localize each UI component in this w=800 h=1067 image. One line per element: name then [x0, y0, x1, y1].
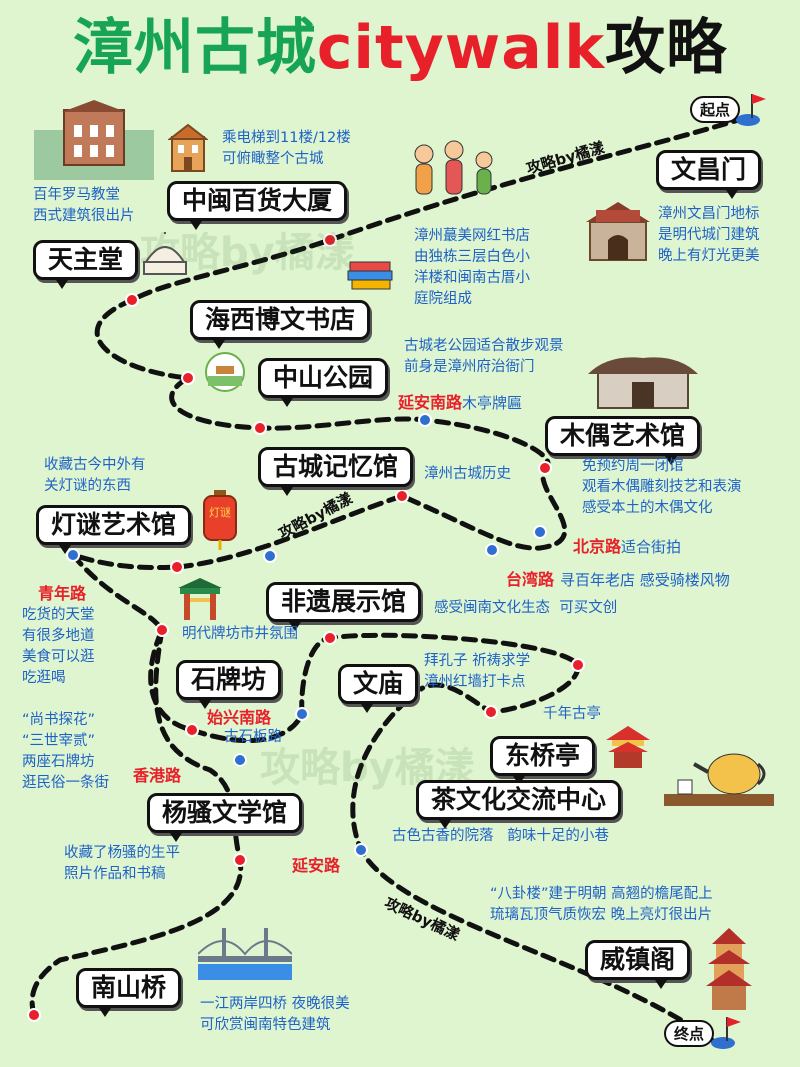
puppet-hall-photo-icon [588, 357, 698, 409]
stop-zhongshan-park-note: 古城老公园适合散步观景 前身是漳州府治衙门 [404, 338, 564, 375]
title-part1: 漳州古城 [72, 13, 317, 83]
stop-wenchangmen-note: 漳州文昌门地标 是明代城门建筑 晚上有灯光更美 [658, 206, 760, 264]
stop-old-town-memory-museum[interactable]: 古城记忆馆 [258, 447, 414, 496]
road-hongkong: 香港路 [133, 766, 182, 785]
end-label: 终点 [664, 1020, 715, 1047]
start-label: 起点 [690, 96, 741, 123]
stop-lantern-riddle-note: 收藏古今中外有 关灯谜的东西 [44, 457, 146, 494]
title-part2: citywalk [316, 13, 606, 83]
route-dot [571, 658, 585, 672]
route-dot [395, 489, 409, 503]
stop-yangsao-literature-museum[interactable]: 杨骚文学馆 [147, 793, 303, 842]
road-yanan-south: 延安南路木亭牌匾 [398, 393, 523, 412]
park-icon [205, 352, 245, 392]
stop-confucius-temple[interactable]: 文庙 [338, 664, 419, 713]
stop-puppet-art-museum-note: 免预约周一闭馆 观看木偶雕刻技艺和表演 感受本土的木偶文化 [582, 458, 742, 516]
stop-zhongshan-park[interactable]: 中山公园 [258, 358, 389, 407]
route-dot [418, 413, 432, 427]
stop-confucius-temple-note: 拜孔子 祈祷求学 漳州红墙打卡点 [424, 653, 531, 690]
family-icon [414, 140, 493, 195]
archway-icon [178, 578, 222, 620]
stop-yangsao-note: 收藏了杨骚的生平 照片作品和书稿 [64, 845, 180, 882]
lantern-text: 灯谜 [209, 506, 231, 519]
route-dot [170, 560, 184, 574]
route-dot [295, 707, 309, 721]
route-dot [263, 549, 277, 563]
stop-zhongmin-note: 乘电梯到11楼/12楼 可俯瞰整个古城 [222, 130, 351, 167]
stop-stone-archway-note: 明代牌坊市井氛围 [182, 626, 298, 642]
teapot-icon [664, 753, 774, 806]
road-qingnian: 青年路 [38, 584, 87, 603]
building-icon [168, 123, 208, 172]
city-gate-icon [586, 202, 650, 261]
stop-tea-culture-note: 古色古香的院落 韵味十足的小巷 [392, 828, 609, 844]
route-dot [485, 543, 499, 557]
start-flag-icon [736, 94, 766, 126]
page-title: 漳州古城citywalk攻略 [0, 12, 800, 84]
road-yanan: 延安路 [292, 856, 341, 875]
stop-dongqiao-pavilion-note: 千年古亭 [543, 706, 601, 722]
road-shixing-south: 始兴南路 [207, 708, 272, 727]
title-part3: 攻略 [605, 13, 728, 83]
church-photo-icon [34, 100, 154, 180]
stop-tea-culture-center[interactable]: 茶文化交流中心 [416, 780, 622, 829]
road-shixing-south-note: 古石板路 [224, 729, 282, 745]
route-dot [233, 753, 247, 767]
route-dot [27, 1008, 41, 1022]
stop-weizhen-pavilion[interactable]: 威镇阁 [585, 940, 691, 989]
stop-weizhen-pavilion-note: “八卦楼”建于明朝 高翘的檐尾配上 琉璃瓦顶气质恢宏 晚上亮灯很出片 [490, 886, 713, 923]
stop-intangible-heritage-note: 感受闽南文化生态 可买文创 [434, 600, 618, 616]
route-dot [253, 421, 267, 435]
stop-old-town-memory-note: 漳州古城历史 [424, 466, 511, 482]
route-dot [125, 293, 139, 307]
road-taiwan: 台湾路寻百年老店 感受骑楼风物 [506, 570, 730, 589]
stop-intangible-heritage-hall[interactable]: 非遗展示馆 [266, 582, 422, 631]
route-dot [155, 623, 169, 637]
stop-lantern-riddle-museum[interactable]: 灯谜艺术馆 [36, 505, 192, 554]
route-dot [323, 233, 337, 247]
pavilion-icon [606, 726, 650, 768]
stop-dongqiao-pavilion[interactable]: 东桥亭 [490, 736, 596, 785]
road-qingnian-note: 吃货的天堂 有很多地道 美食可以逛 吃逛喝 [22, 607, 95, 686]
books-icon [347, 261, 393, 290]
route-dot [185, 723, 199, 737]
stop-haixi-bookstore[interactable]: 海西博文书店 [190, 300, 371, 349]
dome-icon [143, 232, 187, 275]
stop-catholic-church[interactable]: 天主堂 [33, 240, 139, 289]
road-hongkong-note: “尚书探花” “三世宰贰” 两座石牌坊 逛民俗一条街 [22, 712, 109, 791]
stop-catholic-church-note: 百年罗马教堂 西式建筑很出片 [33, 187, 135, 224]
lantern-icon: 灯谜 [203, 490, 237, 550]
road-beijing: 北京路适合街拍 [573, 537, 682, 556]
route-dot [354, 843, 368, 857]
route-dot [323, 631, 337, 645]
bridge-icon [198, 928, 292, 980]
stop-wenchangmen[interactable]: 文昌门 [656, 150, 762, 199]
stop-stone-archway[interactable]: 石牌坊 [176, 660, 282, 709]
route-dot [484, 705, 498, 719]
route-dot [233, 853, 247, 867]
stop-haixi-bookstore-note: 漳州蕞美网红书店 由独栋三层白色小 洋楼和闽南古厝小 庭院组成 [414, 228, 530, 307]
route-dot [533, 525, 547, 539]
stop-puppet-art-museum[interactable]: 木偶艺术馆 [545, 416, 701, 465]
stop-zhongmin-department-store[interactable]: 中闽百货大厦 [167, 181, 348, 230]
stop-nanshan-bridge[interactable]: 南山桥 [76, 968, 182, 1017]
end-flag-icon [711, 1017, 741, 1049]
tower-icon [706, 928, 752, 1010]
stop-nanshan-bridge-note: 一江两岸四桥 夜晚很美 可欣赏闽南特色建筑 [200, 996, 350, 1033]
route-dot [181, 371, 195, 385]
route-dot [538, 461, 552, 475]
